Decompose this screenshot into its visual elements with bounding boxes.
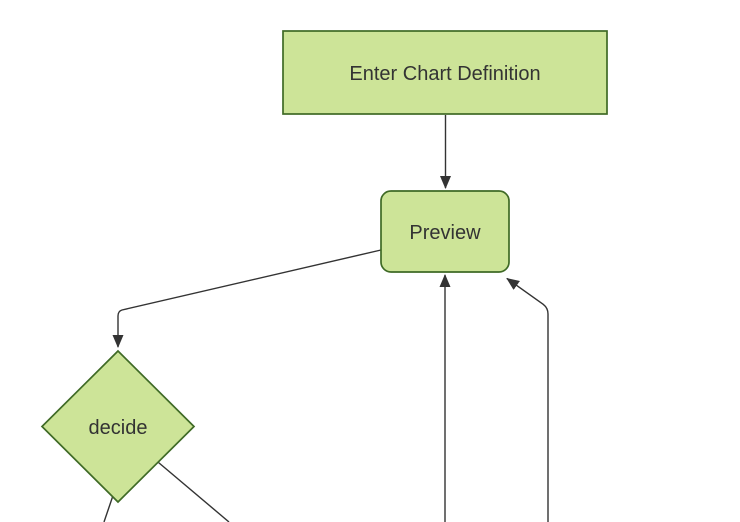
node-label: Preview: [409, 222, 481, 244]
node-enter-chart-definition: Enter Chart Definition: [282, 30, 608, 115]
node-preview: Preview: [380, 190, 510, 273]
rounded-rectangle-shape: [380, 190, 510, 273]
rectangle-shape: [282, 30, 608, 115]
edge-preview-to-decide: [112, 249, 382, 348]
edge-decide-to-offscreen-left: [103, 496, 114, 522]
node-label: Enter Chart Definition: [349, 63, 540, 85]
edge-bottomright-to-preview: [506, 277, 549, 522]
edge-decide-to-offscreen-right: [158, 461, 230, 522]
diamond-shape: [40, 349, 196, 504]
node-decide: decide: [40, 349, 196, 504]
node-label: decide: [89, 417, 148, 439]
